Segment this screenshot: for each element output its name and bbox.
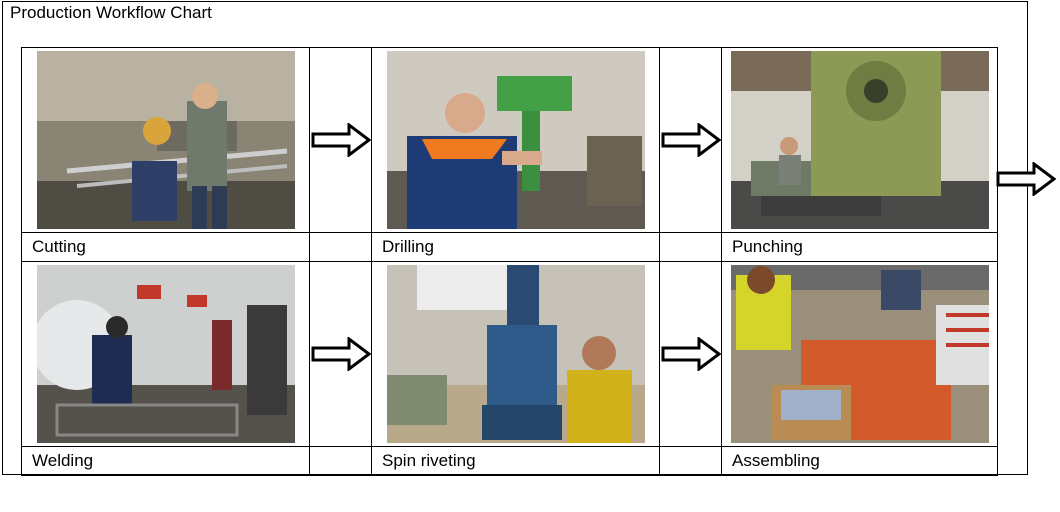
right-arrow-outline-icon	[996, 162, 1056, 196]
step-photo-cell	[721, 47, 998, 233]
welding-photo	[36, 265, 295, 443]
workflow-row-1-labels: Cutting Drilling Punching	[21, 232, 998, 262]
right-arrow-outline-icon	[311, 123, 371, 157]
flow-arrow-cell	[309, 261, 372, 447]
empty-cell	[309, 446, 372, 476]
step-photo-cell	[21, 47, 310, 233]
drilling-photo	[386, 51, 645, 229]
cutting-photo	[36, 51, 295, 229]
right-arrow-outline-icon	[661, 337, 721, 371]
step-label-assembling: Assembling	[721, 446, 998, 476]
step-label-welding: Welding	[21, 446, 310, 476]
punching-photo	[730, 51, 989, 229]
workflow-table: Cutting Drilling Punching	[21, 47, 998, 476]
page-title: Production Workflow Chart	[10, 3, 212, 22]
step-photo-cell	[721, 261, 998, 447]
empty-cell	[659, 232, 722, 262]
flow-arrow-cell	[659, 47, 722, 233]
assembling-photo	[730, 265, 989, 443]
step-label-drilling: Drilling	[371, 232, 660, 262]
workflow-row-2-photos	[21, 261, 998, 447]
right-arrow-outline-icon	[661, 123, 721, 157]
workflow-row-2-labels: Welding Spin riveting Assembling	[21, 446, 998, 476]
workflow-row-1-photos	[21, 47, 998, 233]
empty-cell	[309, 232, 372, 262]
spin-riveting-photo	[386, 265, 645, 443]
step-photo-cell	[371, 47, 660, 233]
flow-arrow-cell	[659, 261, 722, 447]
step-label-cutting: Cutting	[21, 232, 310, 262]
step-photo-cell	[371, 261, 660, 447]
step-label-spin-riveting: Spin riveting	[371, 446, 660, 476]
right-arrow-outline-icon	[311, 337, 371, 371]
empty-cell	[659, 446, 722, 476]
flow-arrow-cell	[309, 47, 372, 233]
step-label-punching: Punching	[721, 232, 998, 262]
step-photo-cell	[21, 261, 310, 447]
